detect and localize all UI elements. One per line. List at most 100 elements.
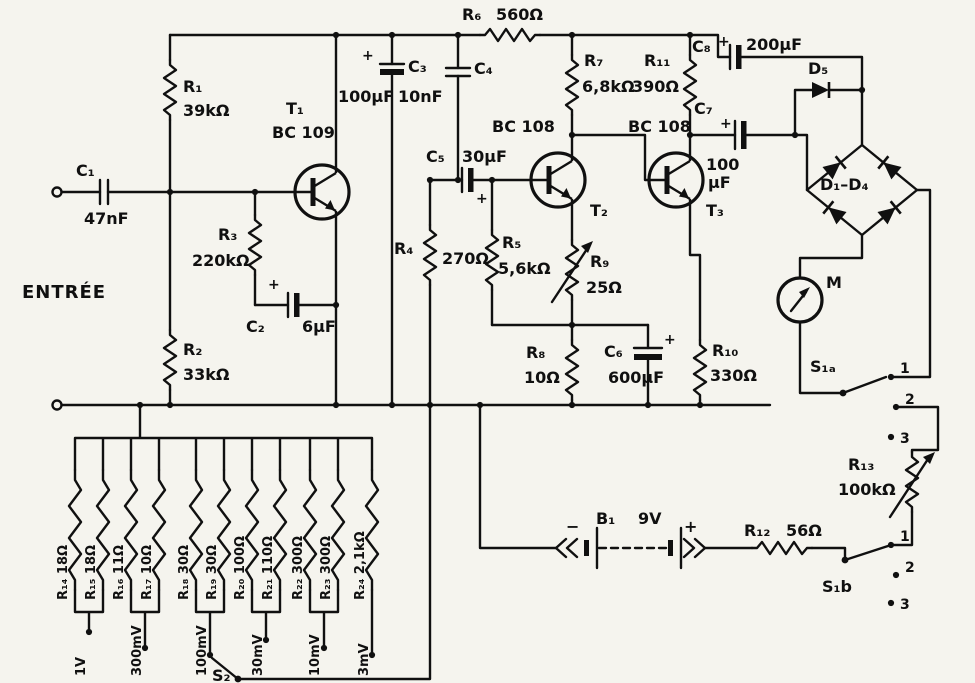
t3-type: BC 108: [628, 117, 691, 136]
s1a-ref: S₁ₐ: [810, 357, 836, 376]
s1b-arm: [843, 544, 890, 562]
wire-attenuator-bottoms: [73, 588, 374, 657]
r13-wiper-arrow-shaft: [888, 457, 930, 519]
r16-label: R₁₆ 11Ω: [112, 545, 127, 600]
labels: ENTRÉE R₁ 39kΩ R₂ 33kΩ R₃ 220kΩ R₄ 270Ω …: [22, 5, 915, 683]
c1-capacitor: [98, 178, 110, 206]
s1a-pos-2: 2: [905, 392, 915, 408]
r9-wiper-arrow-shaft: [550, 244, 591, 304]
wire-meter-top: [798, 233, 864, 280]
tap-10mv-label: 10mV: [308, 634, 323, 676]
c2-capacitor: [286, 291, 300, 319]
wire-meter-bottom: [798, 320, 845, 395]
c8-capacitor: [728, 43, 742, 71]
t1-type: BC 109: [272, 123, 335, 142]
c8-ref: C₈: [692, 37, 711, 56]
input-terminal-top: [51, 186, 63, 198]
wire-s2-common: [236, 403, 432, 681]
r2-ref: R₂: [183, 340, 202, 359]
r21-label: R₂₁ 110Ω: [261, 536, 276, 600]
r8-resistor: [564, 338, 580, 402]
battery-plate-short-left: [584, 540, 589, 556]
r20-label: R₂₀ 100Ω: [233, 536, 248, 600]
c5-capacitor: [460, 166, 474, 194]
r23-label: R₂₃ 300Ω: [319, 536, 334, 600]
battery-minus-label: −: [566, 517, 579, 536]
r12-ref: R₁₂: [744, 521, 770, 540]
r12-value: 56Ω: [786, 521, 822, 540]
battery-plate-short-right: [668, 540, 673, 556]
r7-value: 6,8kΩ: [582, 77, 635, 96]
wire-d5-leads: [793, 88, 864, 137]
r8-ref: R₈: [526, 343, 545, 362]
r1-value: 39kΩ: [183, 101, 230, 120]
c5-value: 30µF: [462, 147, 507, 166]
c5-polarity: +: [476, 191, 488, 207]
input-terminal-bottom: [51, 399, 63, 411]
tap-30mv-label: 30mV: [251, 634, 266, 676]
c1-value: 47nF: [84, 209, 129, 228]
c4-ref: C₄: [474, 59, 493, 78]
r8-value: 10Ω: [524, 368, 560, 387]
r14-label: R₁₄ 18Ω: [56, 545, 71, 600]
r19-label: R₁₉ 30Ω: [205, 545, 220, 600]
t3-ref: T₃: [706, 201, 724, 220]
c7-ref: C₇: [694, 99, 713, 118]
c3-capacitor: [378, 62, 406, 75]
s1b-pos-2: 2: [905, 560, 915, 576]
c6-capacitor: [632, 346, 664, 360]
wire-c7-line: [688, 133, 809, 192]
t2-transistor: [531, 153, 585, 207]
s1b-ref: S₁b: [822, 577, 852, 596]
t2-type: BC 108: [492, 117, 555, 136]
c3-polarity: +: [362, 48, 374, 64]
r11-value: 390Ω: [632, 77, 679, 96]
switch-s1a: [841, 375, 888, 395]
c7-unit: µF: [708, 173, 731, 192]
tap-3mv-label: 3mV: [357, 643, 372, 676]
d5-diode: [810, 80, 831, 100]
wire-battery-minus: [478, 403, 558, 550]
r22-label: R₂₂ 300Ω: [291, 536, 306, 600]
r13-wiper-arrow: [923, 452, 935, 464]
c3-ref: C₃: [408, 57, 427, 76]
tap-100mv-label: 100mV: [195, 625, 210, 676]
c4-capacitor: [444, 66, 472, 78]
b1-value: 9V: [638, 509, 662, 528]
tap-300mv-label: 300mV: [130, 625, 145, 676]
resistors: [67, 27, 935, 592]
r10-ref: R₁₀: [712, 341, 738, 360]
s1a-pos-3: 3: [900, 431, 910, 447]
r18-label: R₁₈ 30Ω: [177, 545, 192, 600]
wire-r13-to-s1b: [892, 510, 914, 547]
r5-value: 5,6kΩ: [498, 259, 551, 278]
wire-attenuator-bus: [73, 403, 374, 472]
r17-label: R₁₇ 10Ω: [140, 545, 155, 600]
switch-s2: [210, 656, 240, 681]
b1-ref: B₁: [596, 509, 615, 528]
switch-s1b: [843, 544, 890, 562]
junction-dots: [85, 31, 900, 683]
s2-arm: [210, 656, 240, 681]
c8-value: 200µF: [746, 35, 802, 54]
d5-ref: D₅: [808, 59, 828, 78]
r4-resistor: [422, 223, 438, 287]
battery-connector-arrows: [554, 537, 707, 559]
r4-ref: R₄: [394, 239, 413, 258]
s2-ref: S₂: [212, 666, 231, 683]
c2-polarity: +: [268, 277, 280, 293]
c6-value: 600µF: [608, 368, 664, 387]
wire-bridge-right: [892, 188, 932, 379]
r3-ref: R₃: [218, 225, 237, 244]
input-label: ENTRÉE: [22, 281, 106, 303]
r11-ref: R₁₁: [644, 51, 670, 70]
c7-value: 100: [706, 155, 739, 174]
r7-resistor: [564, 53, 580, 117]
r4-value: 270Ω: [442, 249, 489, 268]
r6-ref: R₆: [462, 5, 481, 24]
c3-value: 100µF: [338, 87, 394, 106]
wire-t2-t3-coupling: [570, 133, 651, 182]
r5-ref: R₅: [502, 233, 521, 252]
